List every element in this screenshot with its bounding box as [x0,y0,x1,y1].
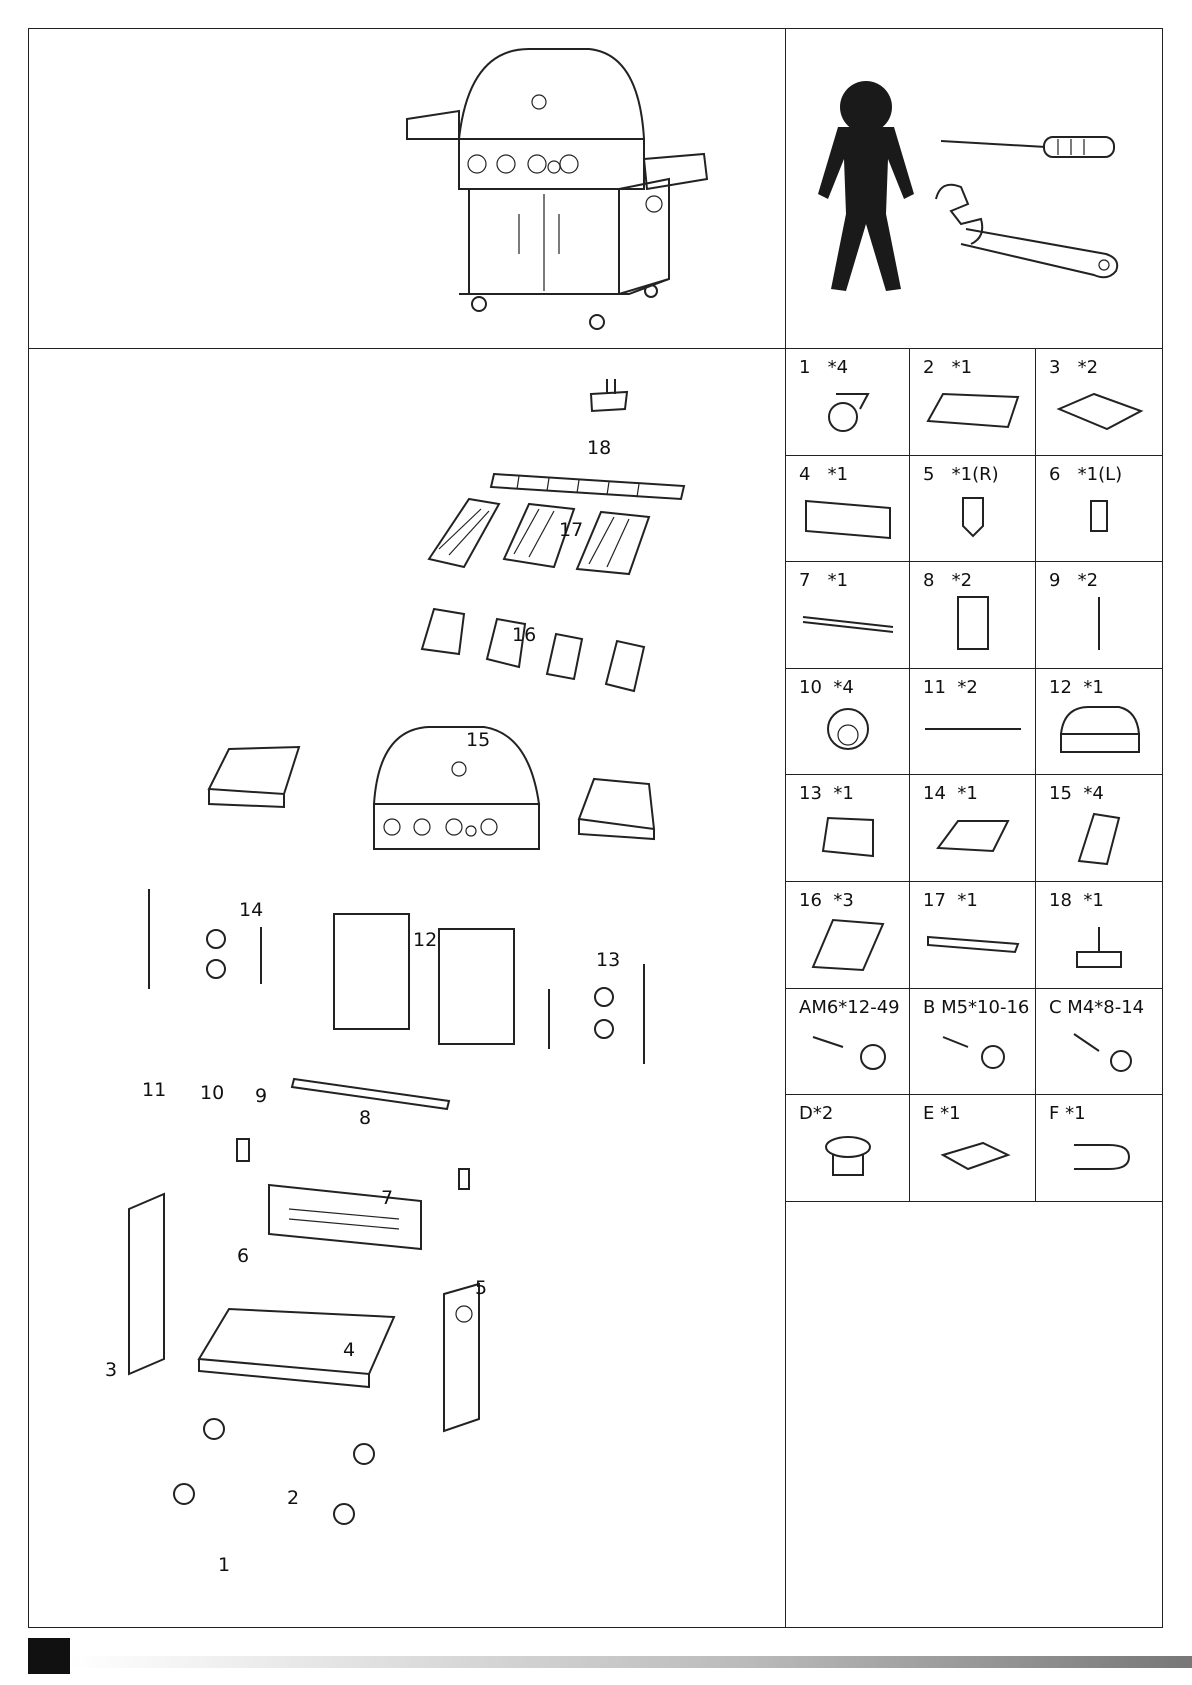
callout-7: 7 [381,1187,393,1209]
part-cell: 7 *1 [786,562,910,669]
side-shelf-icon [923,806,1023,868]
callout-5: 5 [475,1277,487,1299]
bolt-b-icon [923,1019,1023,1081]
magnet-icon [923,1125,1023,1187]
caster-wheel-icon [798,379,898,441]
part-cell: F *1 [1036,1095,1162,1202]
part-cell: 14 *1 [910,775,1036,882]
part-cell: 4 *1 [786,456,910,563]
part-cell: 11 *2 [910,669,1036,776]
callout-9: 9 [255,1085,267,1107]
door-icon [923,592,1023,654]
part-cell: C M4*8-14 [1036,989,1162,1096]
bolt-a-icon [798,1019,898,1081]
part-cell: 17 *1 [910,882,1036,989]
side-tray-icon [1049,379,1149,441]
cooking-grate-icon [798,912,898,974]
part-cell: D*2 [786,1095,910,1202]
callout-11: 11 [142,1079,166,1101]
exploded-view-illustration [29,349,787,1629]
callout-13: 13 [596,949,620,971]
callout-1: 1 [218,1554,230,1576]
part-cell: 9 *2 [1036,562,1162,669]
callout-6: 6 [237,1245,249,1267]
part-cell: 3 *2 [1036,349,1162,456]
tools-required-panel [785,28,1163,349]
rod-icon [923,699,1023,761]
assembled-grill-panel [28,28,786,349]
callout-12: 12 [413,929,437,951]
part-cell: B M5*10-16 [910,989,1036,1096]
side-burner-icon [798,806,898,868]
flame-tamer-icon [1049,806,1149,868]
callout-3: 3 [105,1359,117,1381]
part-cell: 1 *4 [786,349,910,456]
knob-icon [798,699,898,761]
callout-10: 10 [200,1082,224,1104]
part-cell: 15 *4 [1036,775,1162,882]
callout-2: 2 [287,1487,299,1509]
exploded-view-diagram: 18 17 16 15 14 12 13 11 10 9 8 7 6 5 4 3… [28,348,786,1628]
page-marker [28,1638,70,1674]
part-cell: 13 *1 [786,775,910,882]
flame-tamers [422,609,644,691]
bracket-left-icon [1049,486,1149,548]
part-cell: 5 *1(R) [910,456,1036,563]
crossbar-icon [798,592,898,654]
parts-grid: 1 *4 2 *1 3 *2 4 *1 5 *1(R) 6 *1(L) 7 *1… [786,349,1162,1202]
part-cell: AM6*12-49 [786,989,910,1096]
warming-rack-icon [923,912,1023,974]
parts-list-panel: 1 *4 2 *1 3 *2 4 *1 5 *1(R) 6 *1(L) 7 *1… [785,348,1163,1628]
part-cell: E *1 [910,1095,1036,1202]
cap-icon [798,1125,898,1187]
bracket-right-icon [923,486,1023,548]
screwdriver-icon [941,137,1114,157]
footer-gradient-bar [70,1656,1192,1668]
cooking-grates [429,499,649,574]
tank-hook-icon [1049,912,1149,974]
callout-18: 18 [587,437,611,459]
part-cell: 8 *2 [910,562,1036,669]
assembled-grill-illustration [29,29,787,350]
handle-icon [1049,592,1149,654]
back-panel-icon [798,486,898,548]
callout-16: 16 [512,624,536,646]
part-cell: 18 *1 [1036,882,1162,989]
part-cell: 6 *1(L) [1036,456,1162,563]
part-cell: 10 *4 [786,669,910,776]
grill-head-icon [1049,699,1149,761]
bolt-c-icon [1049,1019,1149,1081]
part-cell: 12 *1 [1036,669,1162,776]
callout-8: 8 [359,1107,371,1129]
callout-4: 4 [343,1339,355,1361]
bottom-panel-icon [923,379,1023,441]
callout-15: 15 [466,729,490,751]
callout-17: 17 [559,519,583,541]
part-cell: 2 *1 [910,349,1036,456]
part-cell: 16 *3 [786,882,910,989]
person-icon [818,81,914,291]
callout-14: 14 [239,899,263,921]
clip-icon [1049,1125,1149,1187]
wrench-icon [936,185,1117,278]
